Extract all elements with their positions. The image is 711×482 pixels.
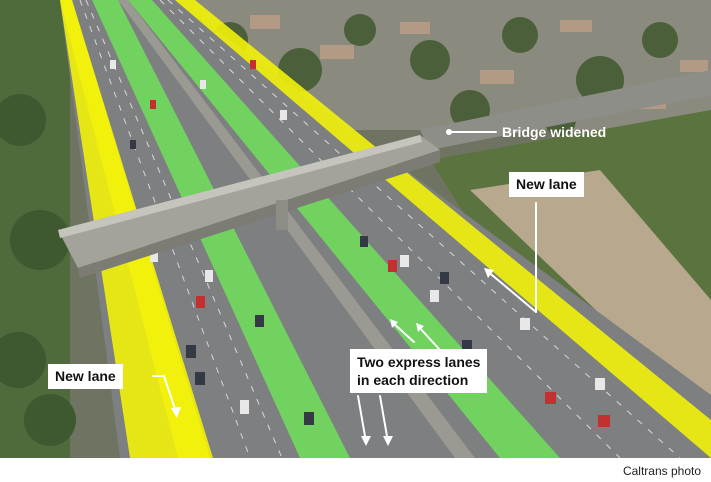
freeway-photo: Bridge widened New lane New lane Two exp… [0, 0, 711, 458]
bridge-widened-label: Bridge widened [502, 124, 607, 140]
express-lanes-label-line2: in each direction [357, 372, 469, 388]
express-lanes-label: Two express lanes in each direction [350, 349, 488, 393]
new-lane-label-left: New lane [48, 364, 123, 389]
new-lane-label-right: New lane [509, 172, 584, 197]
express-lanes-label-line1: Two express lanes [357, 354, 481, 370]
photo-credit: Caltrans photo [622, 464, 701, 478]
